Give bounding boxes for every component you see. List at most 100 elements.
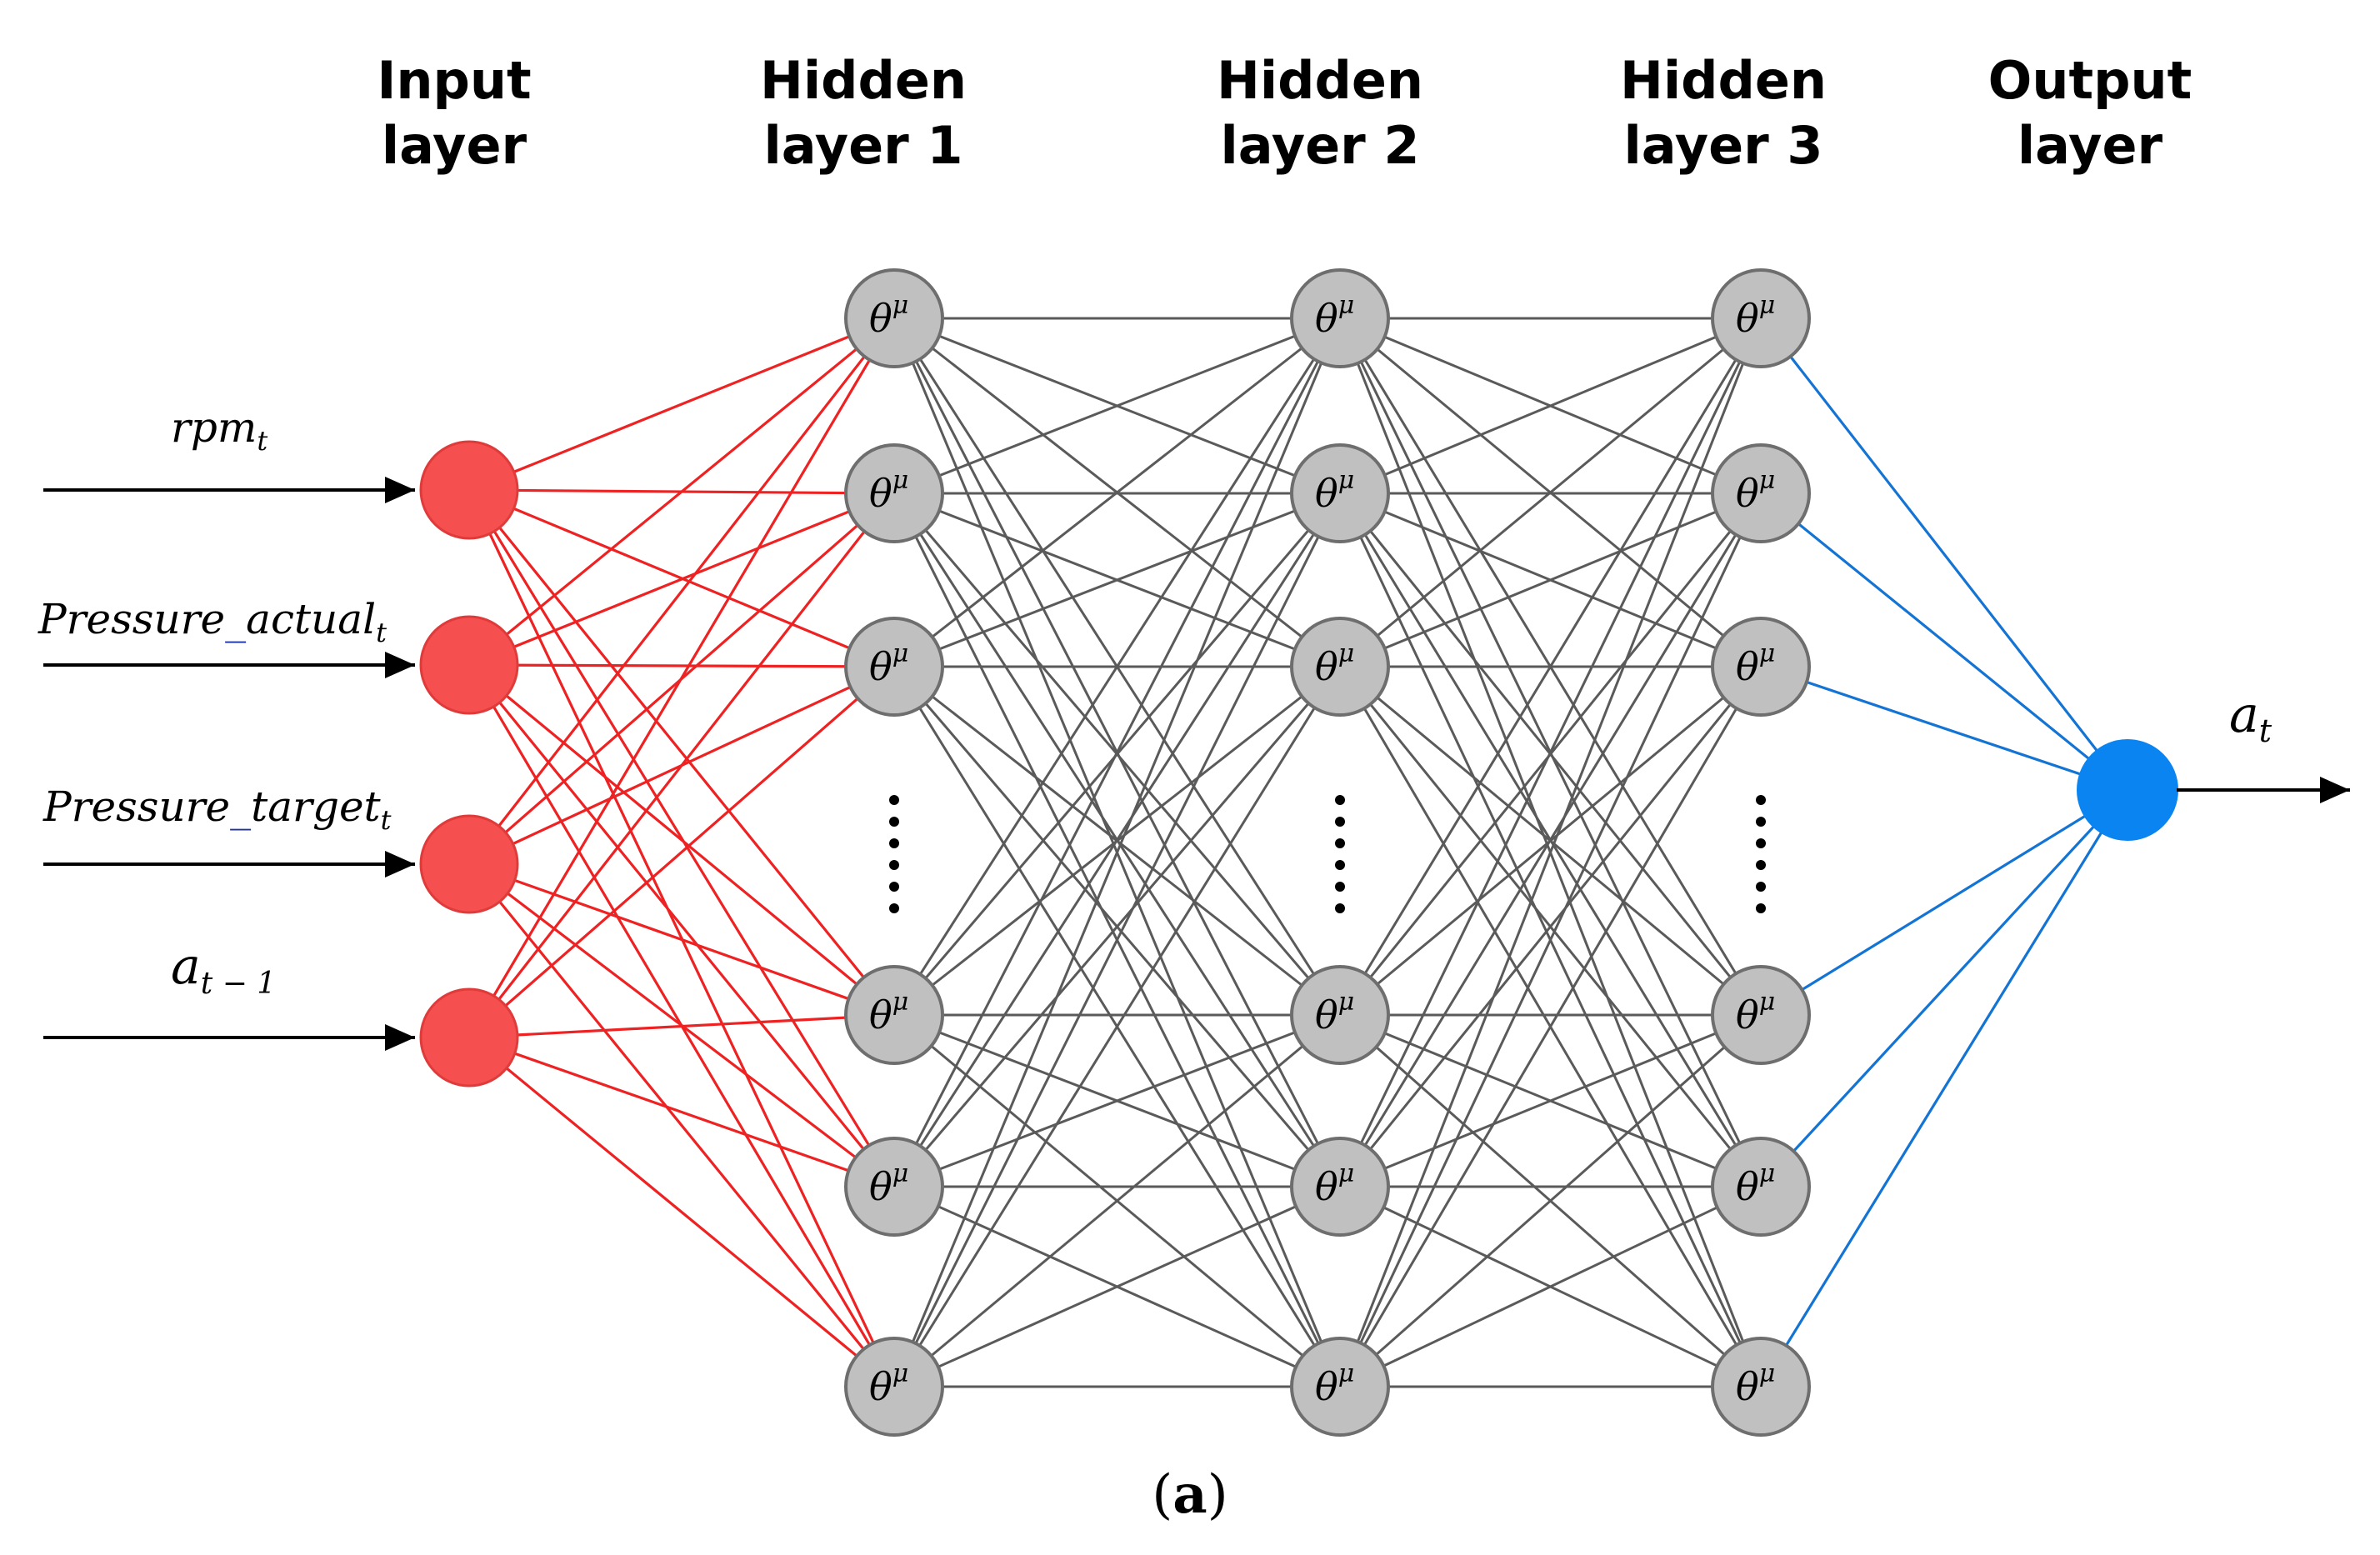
edge-input-3-to-hidden1-3 [468,1013,895,1039]
hidden2-node-3 [1290,965,1390,1065]
edge-hidden2-3-2-0 [1339,317,1762,668]
hidden3-node-0 [1711,268,1811,368]
node-label-base: θ [1315,1164,1338,1209]
input-label-pressure-actual: Pressure_actualt [38,595,387,648]
input-label-rpm-main: rpm [171,403,257,452]
hidden1-node-2 [844,617,944,717]
input-label-pressure-actual-sub: t [376,617,387,648]
input-to-hidden1-edges [468,317,896,1388]
hidden1-node-3-label: θμ [869,988,908,1038]
edge-hidden1-2-4-2 [892,666,1342,1188]
hidden3-node-4-label: θμ [1736,1159,1775,1209]
edge-hidden2-3-1-0 [1339,317,1762,495]
hidden3-node-3-label: θμ [1736,988,1775,1038]
hidden-ellipsis-dots [889,795,1766,913]
node-label-sup: μ [1759,291,1776,320]
hidden1-node-0 [844,268,944,368]
input-node-2 [419,814,519,914]
edge-hidden1-2-5-0 [892,318,1342,1388]
hidden3-ellipsis-dot-5 [1756,903,1766,913]
node-label-sup: μ [1759,639,1776,668]
node-label-base: θ [1315,296,1338,341]
edge-hidden2-3-2-1 [1339,492,1762,668]
edge-hidden2-3-5-3 [1339,1013,1762,1388]
hidden-layer-2-title-line2: layer 2 [1221,115,1420,176]
hidden3-node-1 [1711,443,1811,543]
edge-hidden3-0-to-output [1759,318,2129,791]
edge-hidden3-2-to-output [1760,665,2128,792]
input-label-a-prev-sub: t − 1 [201,967,276,1001]
edge-input-1-to-hidden1-3 [468,663,896,1017]
input-node-3 [419,988,519,1088]
edge-hidden1-2-3-0 [892,318,1342,1016]
hidden2-ellipsis-dot-5 [1335,903,1345,913]
output-layer-title-line1: Output [1988,50,2192,111]
output-node [2077,739,2178,841]
input-layer-title-line2: layer [382,115,528,176]
node-label-base: θ [1736,992,1759,1038]
node-label-sup: μ [892,1359,909,1388]
edge-hidden3-3-to-output [1760,788,2128,1017]
edge-hidden1-2-5-4 [893,1185,1341,1388]
edge-hidden3-1-to-output [1759,492,2129,792]
hidden3-ellipsis-dot-4 [1756,882,1766,892]
hidden2-node-4-label: θμ [1315,1159,1354,1209]
hidden3-node-0-label: θμ [1736,291,1775,341]
input-nodes [419,440,519,1088]
edge-hidden2-3-4-1 [1338,492,1762,1188]
node-label-base: θ [869,471,892,516]
edge-input-0-to-hidden1-3 [468,488,896,1017]
hidden-layer-1-title-line2: layer 1 [764,115,963,176]
edge-hidden1-2-1-0 [893,317,1341,495]
output-layer-title-line2: layer [2018,115,2163,176]
node-label-sup: μ [1759,466,1776,495]
layer-headers: Input layer Hidden layer 1 Hidden layer … [377,50,2192,176]
hidden3-ellipsis-dot-0 [1756,795,1766,805]
edge-hidden1-2-5-3 [893,1013,1341,1388]
node-label-base: θ [869,644,892,689]
node-label-base: θ [869,1164,892,1209]
hidden2-node-0-label: θμ [1315,291,1354,341]
hidden1-node-4 [844,1137,944,1237]
hidden1-node-3 [844,965,944,1065]
input-layer-title-line1: Input [377,50,531,111]
hidden3-node-5-label: θμ [1736,1359,1775,1409]
edge-input-1-to-hidden1-0 [468,317,896,667]
node-label-sup: μ [892,639,909,668]
hidden3-ellipsis-dot-1 [1756,817,1766,827]
input-label-a-prev: at − 1 [171,938,276,1001]
edge-input-2-to-hidden1-3 [468,862,895,1017]
edge-hidden2-3-4-2 [1338,666,1762,1188]
input-label-pressure-actual-main: Pressure [38,595,225,643]
node-label-sup: μ [1338,639,1355,668]
node-label-sup: μ [1338,291,1355,320]
edge-hidden2-3-4-0 [1338,318,1762,1188]
hidden1-ellipsis-dot-1 [889,817,899,827]
input-label-pressure-actual-main2: actual [246,595,376,643]
edge-hidden3-4-to-output [1759,788,2129,1188]
edge-hidden2-3-3-0 [1338,318,1762,1016]
edge-input-0-to-hidden1-0 [468,317,895,492]
hidden3-ellipsis-dot-3 [1756,860,1766,870]
hidden3-ellipsis-dot-2 [1756,838,1766,848]
input-labels: rpm t Pressure_actualt Pressure_targett a… [38,403,392,1001]
input-label-pressure-target: Pressure_targett [42,782,392,836]
edge-hidden2-3-5-1 [1338,492,1762,1388]
edge-hidden1-2-2-1 [893,492,1341,668]
input-label-pressure-target-main2: target [251,782,381,831]
output-label-sub: t [2259,712,2272,749]
hidden2-ellipsis-dot-1 [1335,817,1345,827]
input-node-1 [419,615,519,715]
hidden2-node-2 [1290,617,1390,717]
hidden1-node-1-label: θμ [869,466,908,516]
edge-hidden1-2-5-1 [892,492,1342,1388]
hidden2-node-5-label: θμ [1315,1359,1354,1409]
node-label-sup: μ [1759,1359,1776,1388]
edge-hidden1-2-4-1 [892,492,1342,1188]
hidden2-node-5 [1290,1337,1390,1437]
hidden1-ellipsis-dot-0 [889,795,899,805]
hidden3-to-output-edges [1759,318,2129,1388]
hidden1-node-0-label: θμ [869,291,908,341]
